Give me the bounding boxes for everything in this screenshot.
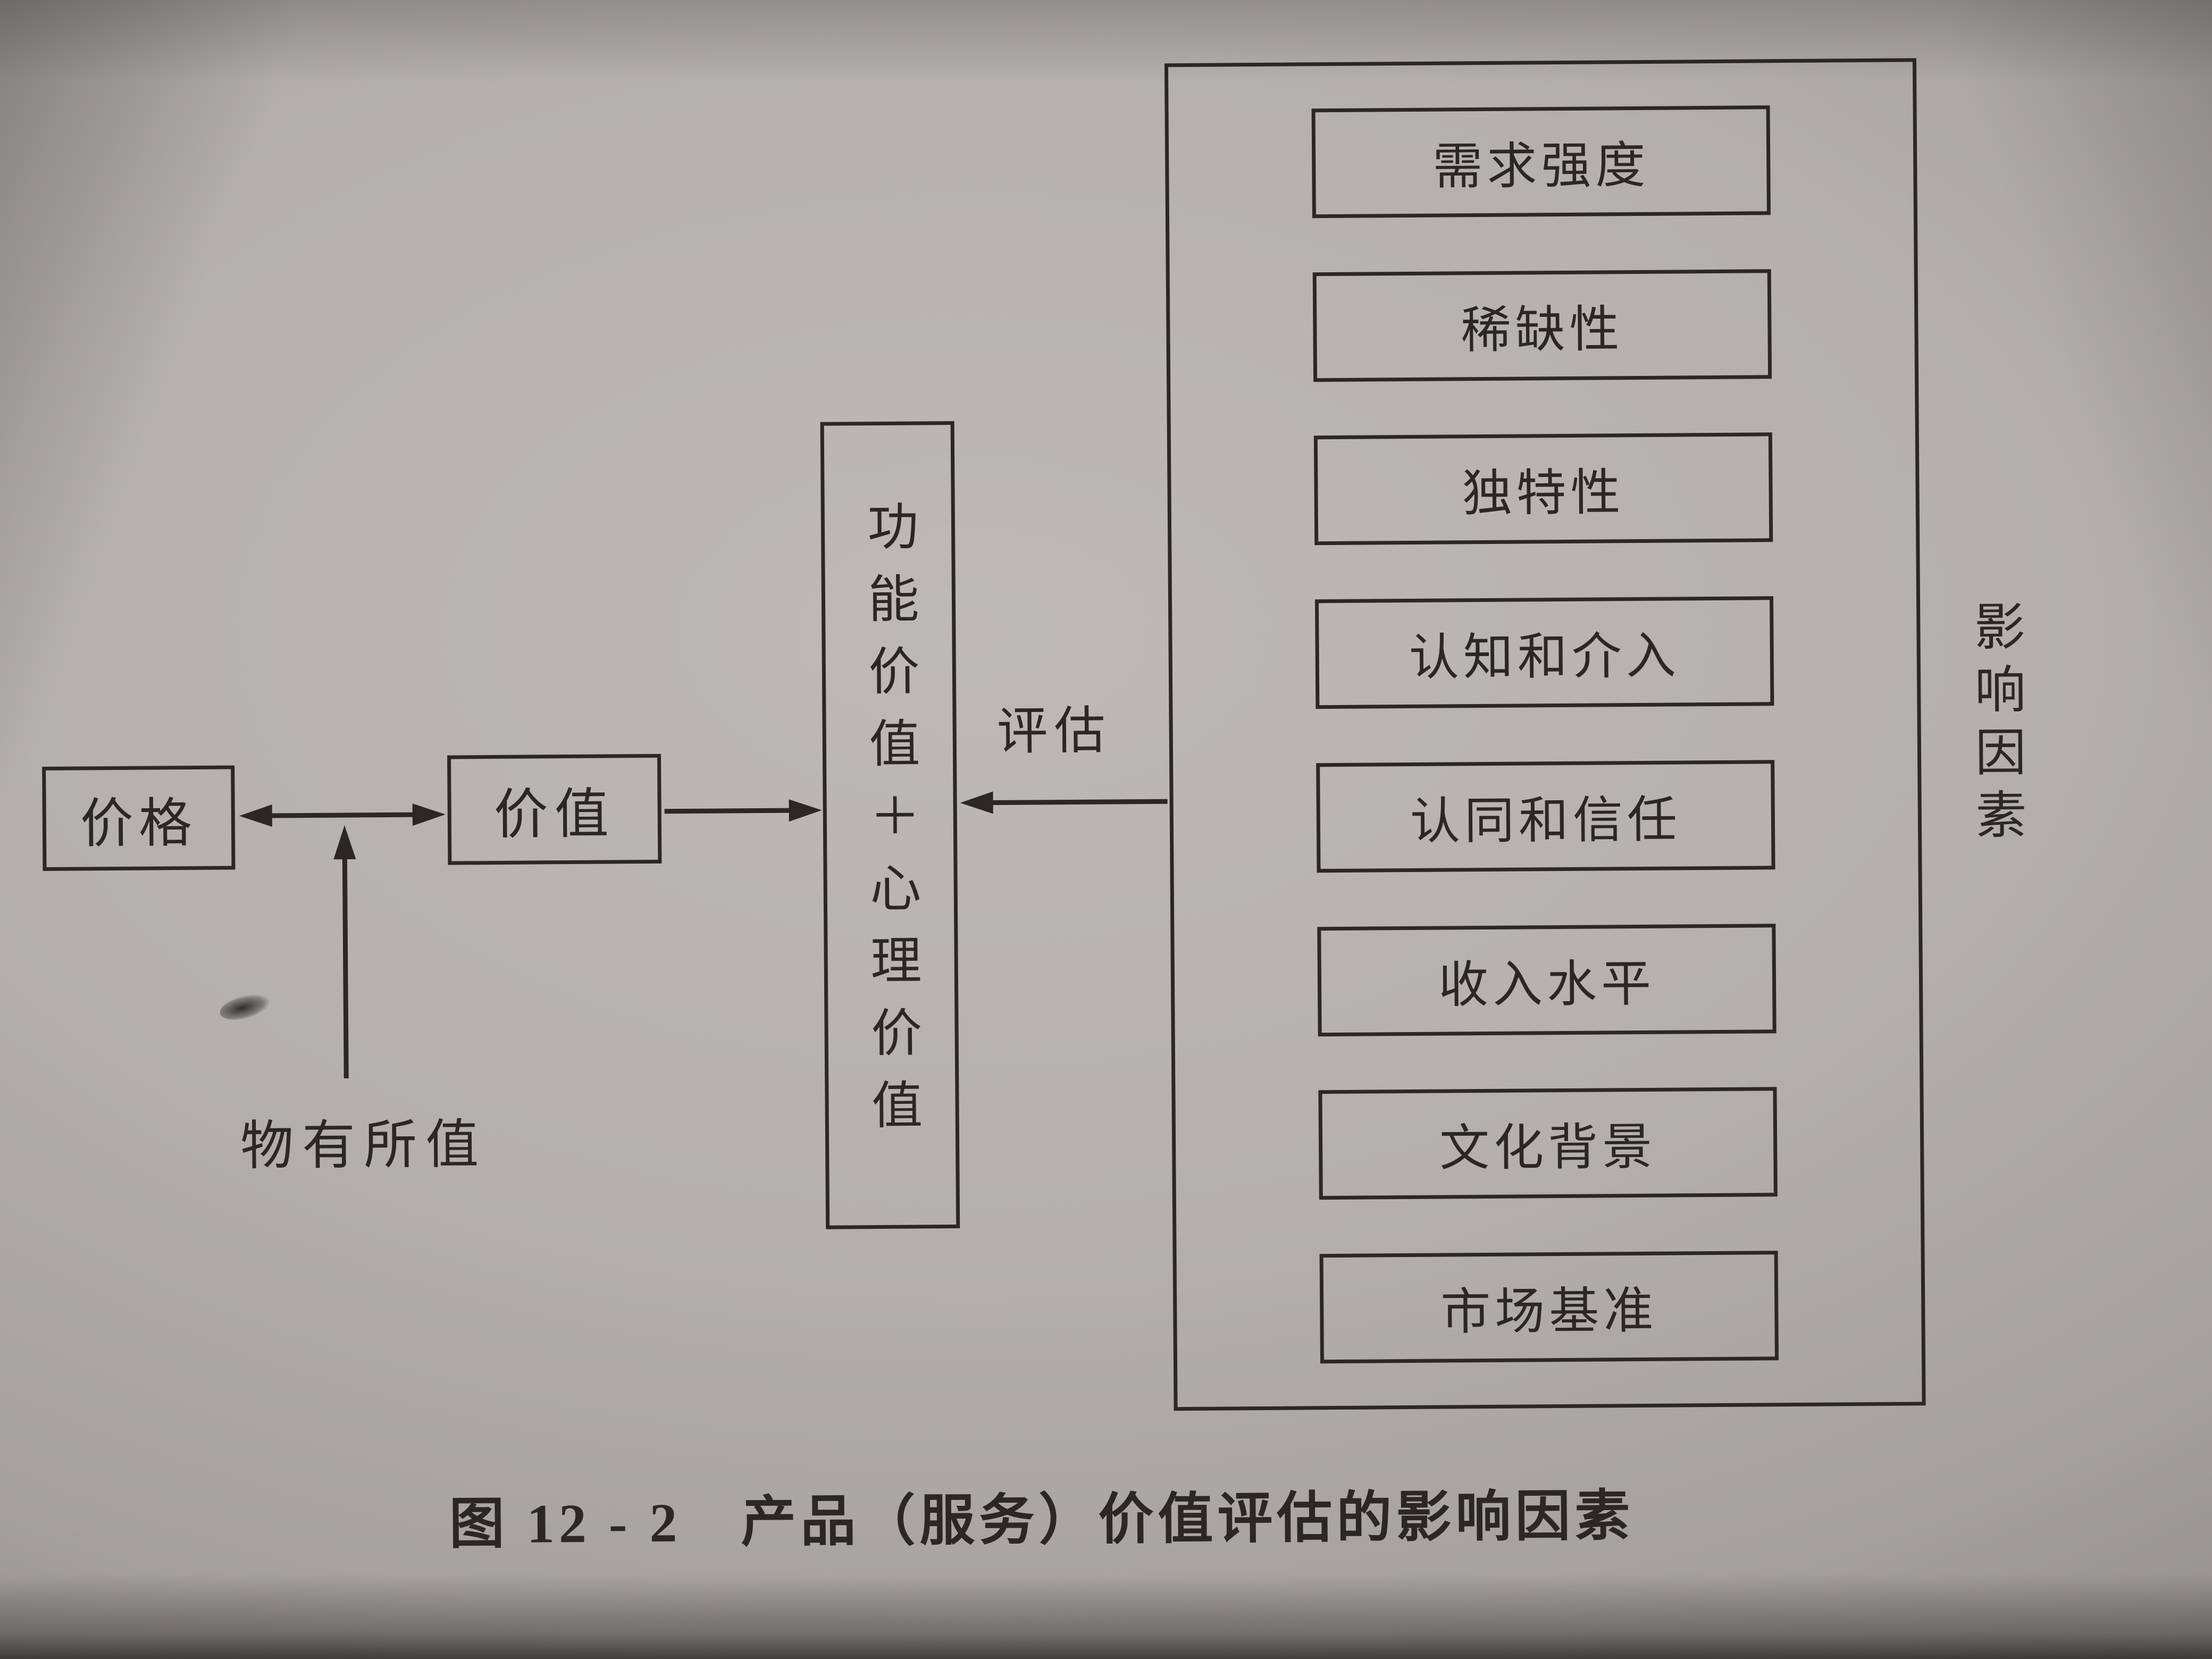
arrow-value-combined [664, 799, 822, 822]
arrow-factors-combined [960, 791, 1168, 814]
evaluate-label: 评估 [996, 702, 1112, 760]
factor-box-cultural-background: 文化背景 [1318, 1087, 1778, 1200]
worth-label: 物有所值 [240, 1115, 488, 1176]
factor-box-cognition-involvement: 认知和介入 [1314, 596, 1774, 709]
factors-panel: 需求强度 稀缺性 独特性 认知和介入 认同和信任 收入水平 文化背景 市场基准 [1164, 58, 1926, 1411]
factor-box-income-level: 收入水平 [1317, 923, 1777, 1036]
factor-box-market-benchmark: 市场基准 [1319, 1251, 1779, 1364]
arrow-worth-up [333, 825, 356, 1079]
factor-box-uniqueness: 独特性 [1313, 432, 1773, 546]
arrow-price-value [239, 803, 446, 827]
factor-box-demand-intensity: 需求强度 [1311, 105, 1771, 219]
factor-box-scarcity: 稀缺性 [1312, 269, 1772, 382]
combined-value-label: 功能价值＋心理价值 [859, 499, 921, 1151]
factor-box-identification-trust: 认同和信任 [1316, 760, 1775, 873]
combined-value-box: 功能价值＋心理价值 [820, 421, 960, 1229]
price-box: 价格 [42, 765, 236, 871]
value-box: 价值 [447, 753, 662, 865]
factors-title: 影响因素 [1966, 599, 2025, 851]
figure-caption: 图 12 - 2 产品（服务）价值评估的影响因素 [449, 1486, 1635, 1555]
